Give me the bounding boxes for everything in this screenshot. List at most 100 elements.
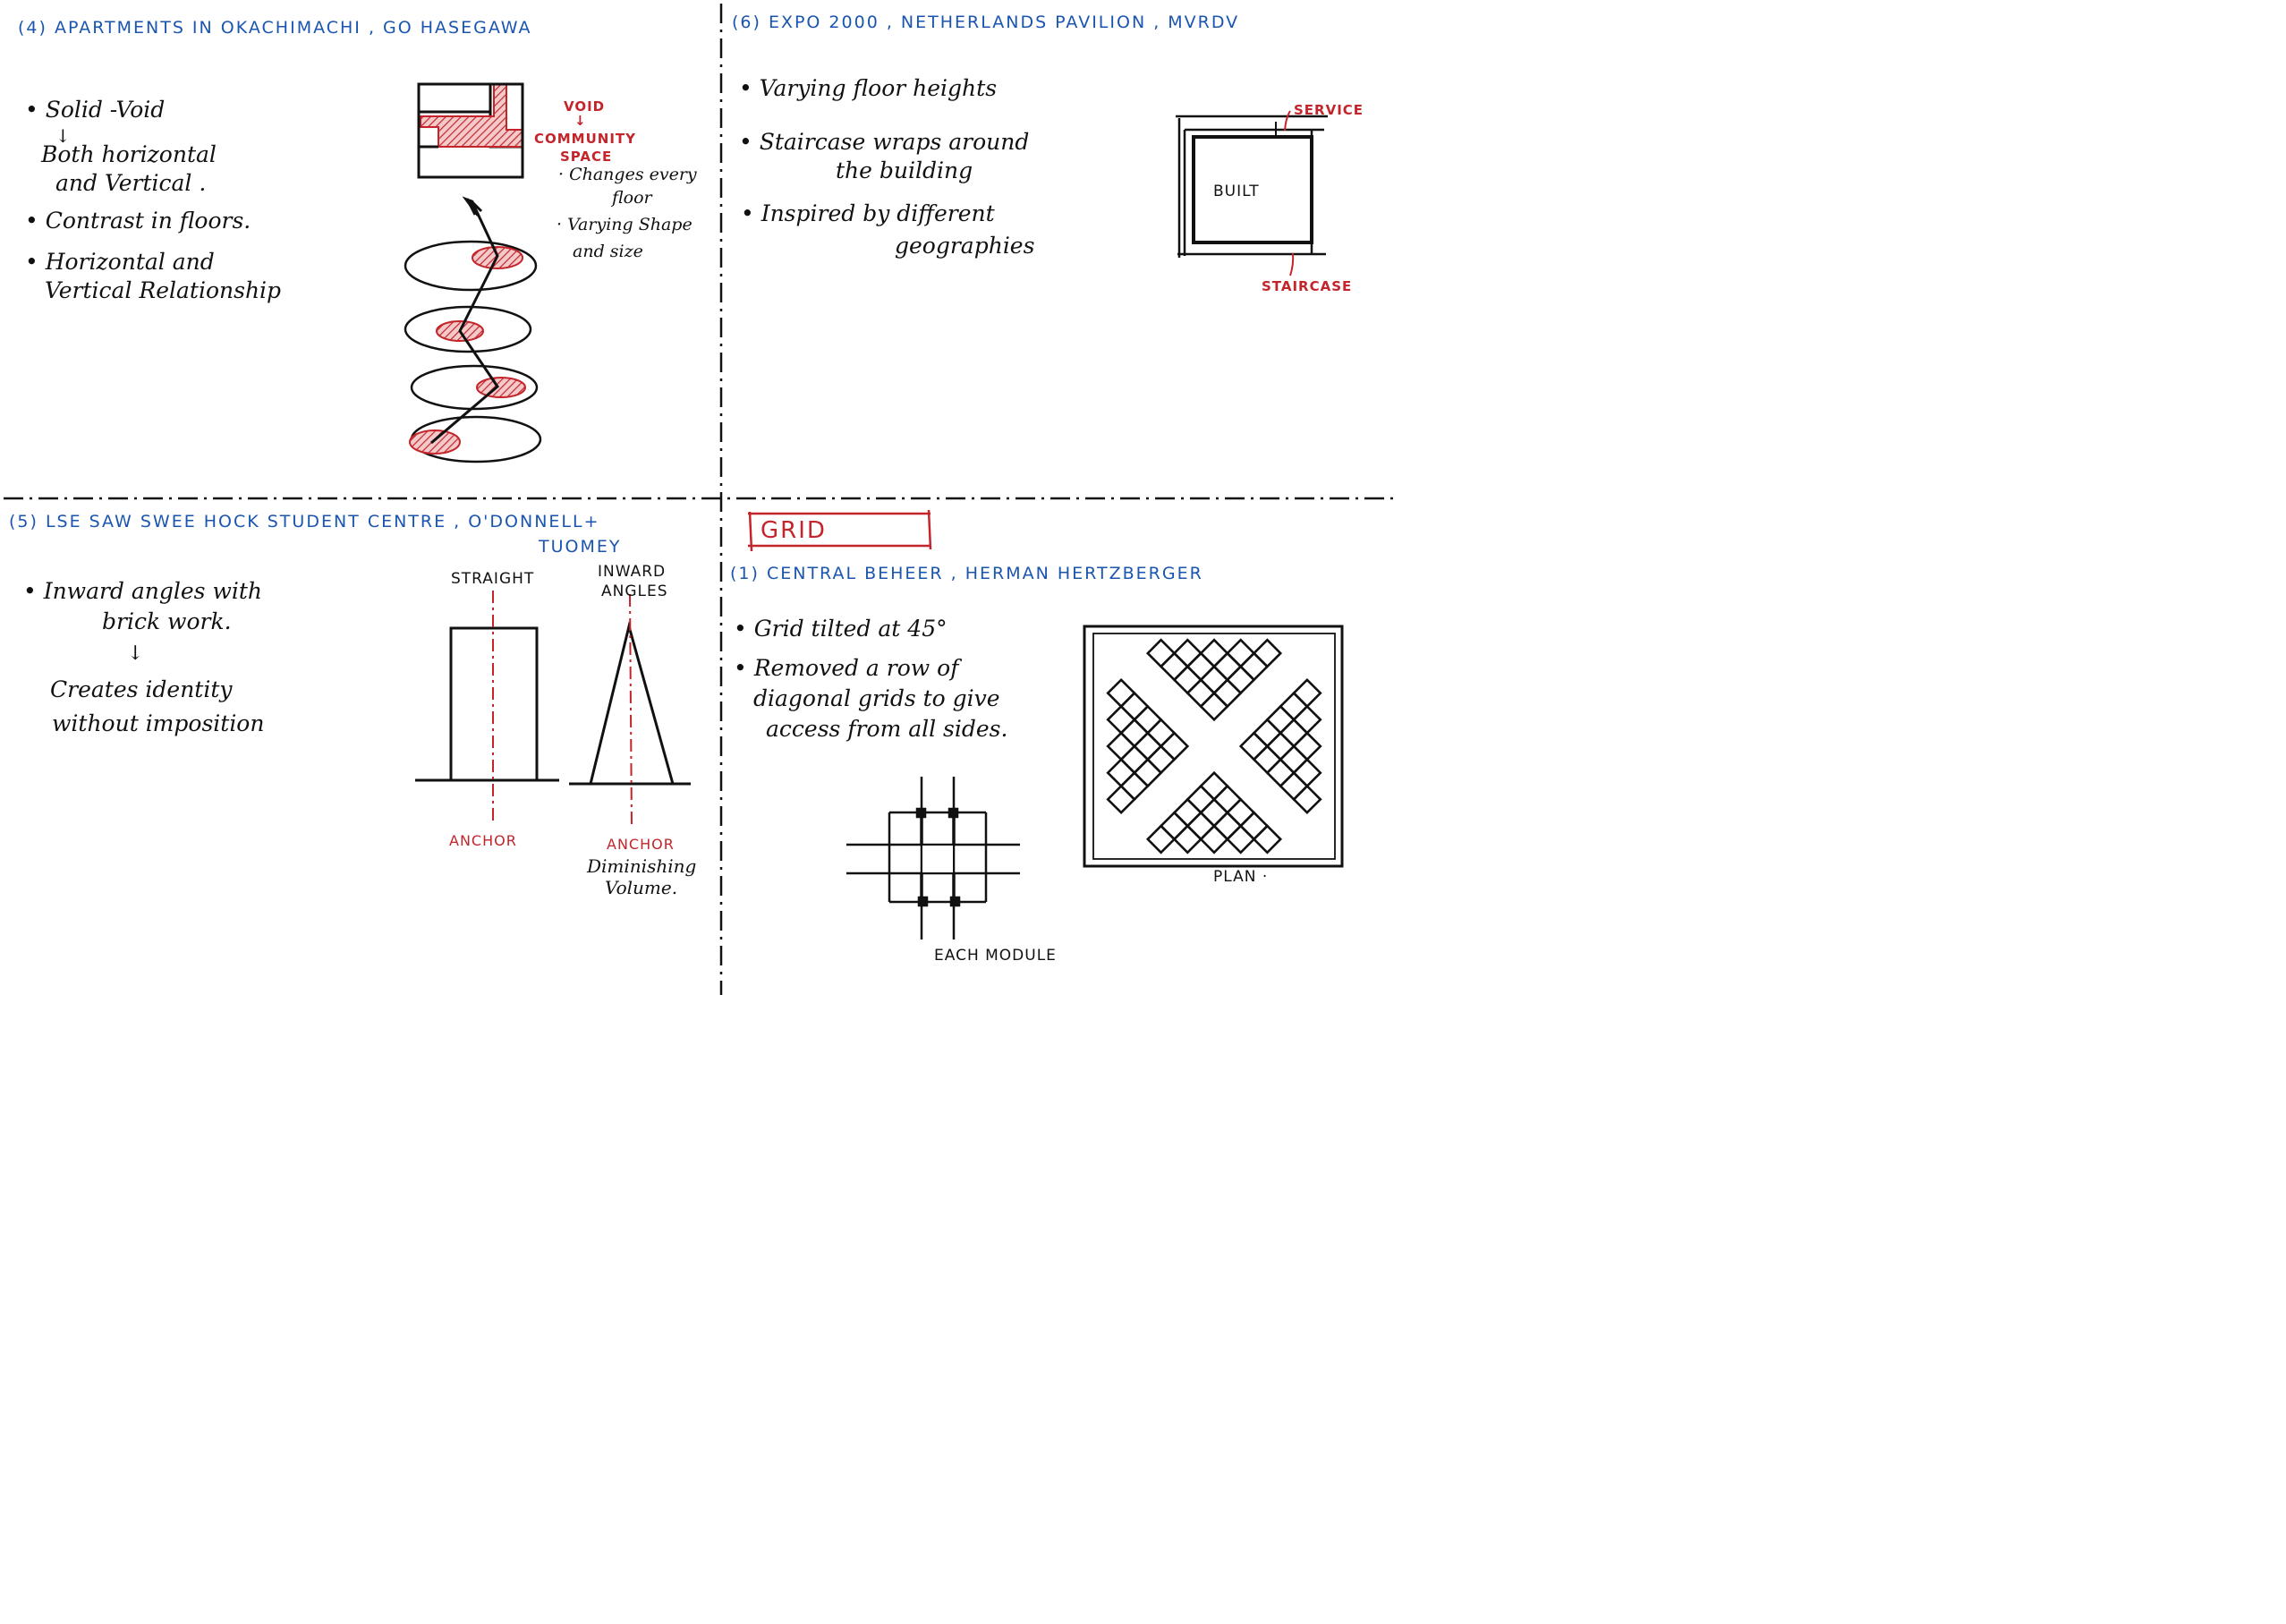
plan-grid-cells — [1106, 638, 1322, 855]
plan-grid-cell — [1145, 824, 1177, 855]
sketch-a-note: • Horizontal and — [25, 249, 215, 275]
sketch-a-note: Vertical Relationship — [45, 277, 282, 303]
sketch-c-note: without imposition — [52, 710, 265, 736]
sketch-b-note: • Staircase wraps around — [739, 129, 1030, 155]
plan-grid-cell — [1145, 638, 1177, 668]
plan-grid-cell — [1119, 718, 1150, 748]
volume-label: Volume. — [605, 877, 678, 898]
sketch-d-title: (1) CENTRAL BEHEER , HERMAN HERTZBERGER — [730, 564, 1203, 583]
community-label: COMMUNITY — [534, 131, 637, 147]
plan-label: PLAN · — [1213, 868, 1269, 886]
plan-grid-cell — [1185, 784, 1216, 815]
sketch-b-note: geographies — [895, 233, 1035, 259]
plan-grid-cell — [1185, 651, 1216, 682]
plan-grid-cell — [1212, 677, 1243, 709]
space-label: SPACE — [560, 149, 613, 165]
built-label: BUILT — [1213, 183, 1260, 200]
plan-grid-cell — [1199, 770, 1229, 802]
staircase-label: STAIRCASE — [1262, 278, 1353, 294]
void-side-note: · Varying Shape — [557, 215, 693, 234]
plan-grid-cell — [1119, 770, 1150, 802]
sketch-b-note: • Varying floor heights — [739, 75, 998, 101]
plan-grid-cell — [1106, 784, 1136, 815]
plan-grid-cell — [1292, 677, 1322, 709]
sketch-b-title: (6) EXPO 2000 , NETHERLANDS PAVILION , M… — [732, 13, 1240, 32]
sketch-c-title-cont: TUOMEY — [539, 537, 622, 557]
plan-grid-cell — [1172, 638, 1203, 668]
plan-grid-cell — [1199, 824, 1229, 855]
plan-grid-cell — [1119, 744, 1150, 775]
pavilion-plan-diagram — [1176, 115, 1328, 258]
okachimachi-plan-diagram — [417, 82, 524, 179]
plan-grid-cell — [1185, 677, 1216, 709]
pavilion-leader-lines — [1284, 110, 1295, 276]
sketch-d-note: access from all sides. — [766, 716, 1008, 742]
sketch-a-note: • Contrast in floors. — [25, 208, 251, 234]
sketch-a-note: • Solid -Void — [25, 97, 166, 123]
void-label: VOID — [564, 98, 606, 115]
plan-grid-cell — [1159, 811, 1190, 841]
plan-grid-cell — [1106, 677, 1136, 709]
plan-grid-cell — [1172, 824, 1203, 855]
plan-grid-cell — [1145, 744, 1177, 775]
plan-grid-cell — [1159, 651, 1190, 682]
plan-grid-cell — [1106, 704, 1136, 735]
plan-grid-cell — [1265, 704, 1296, 735]
anchor-right-label: ANCHOR — [607, 836, 675, 853]
plan-grid-cell — [1279, 770, 1309, 802]
plan-grid-cell — [1133, 731, 1163, 761]
central-beheer-plan — [1083, 625, 1344, 868]
void-side-note: and size — [573, 242, 643, 261]
plan-grid-cell — [1133, 757, 1163, 788]
plan-grid-cell — [1225, 824, 1256, 855]
anchor-axis-lines — [492, 591, 633, 828]
plan-grid-cell — [1265, 731, 1296, 761]
plan-grid-cell — [1185, 811, 1216, 841]
sketch-c-note: Creates identity — [50, 676, 233, 702]
plan-grid-cell — [1225, 638, 1256, 668]
sketch-b-note: • Inspired by different — [741, 200, 995, 226]
plan-grid-cell — [1106, 731, 1136, 761]
straight-label: STRAIGHT — [451, 570, 535, 588]
plan-grid-cell — [1212, 784, 1243, 815]
plan-grid-cell — [1265, 757, 1296, 788]
plan-grid-cell — [1279, 718, 1309, 748]
anchor-left-label: ANCHOR — [449, 832, 517, 849]
grid-heading: GRID — [761, 517, 827, 544]
plan-grid-cell — [1292, 757, 1322, 788]
plan-grid-cell — [1292, 704, 1322, 735]
inward-label: INWARD — [598, 563, 667, 581]
void-side-note: · Changes every — [558, 165, 697, 184]
plan-grid-cell — [1145, 718, 1177, 748]
plan-grid-cell — [1172, 797, 1203, 828]
sketch-d-note: diagonal grids to give — [753, 685, 1000, 711]
plan-grid-cell — [1279, 744, 1309, 775]
okachimachi-floor-stack — [404, 196, 542, 463]
void-side-note: floor — [612, 188, 652, 208]
plan-grid-cell — [1212, 651, 1243, 682]
plan-grid-cell — [1279, 691, 1309, 722]
plan-grid-cell — [1252, 718, 1283, 748]
plan-grid-cell — [1238, 651, 1270, 682]
plan-grid-cell — [1199, 665, 1229, 695]
plan-grid-cell — [1292, 784, 1322, 815]
plan-grid-cell — [1238, 811, 1270, 841]
plan-grid-cell — [1159, 731, 1190, 761]
sketch-drawings — [4, 4, 1399, 995]
plan-grid-cell — [1172, 665, 1203, 695]
plan-grid-cell — [1119, 691, 1150, 722]
sketch-a-title: (4) APARTMENTS IN OKACHIMACHI , GO HASEG… — [18, 18, 532, 38]
plan-grid-cell — [1225, 665, 1256, 695]
plan-grid-cell — [1252, 824, 1283, 855]
angles-label: ANGLES — [601, 582, 668, 600]
plan-grid-cell — [1252, 744, 1283, 775]
service-label: SERVICE — [1294, 102, 1364, 118]
sketch-d-note: • Removed a row of — [734, 655, 959, 681]
plan-grid-cell — [1106, 757, 1136, 788]
each-module-label: EACH MODULE — [934, 947, 1057, 965]
plan-grid-cell — [1225, 797, 1256, 828]
plan-grid-cell — [1292, 731, 1322, 761]
plan-grid-cell — [1238, 731, 1270, 761]
plan-grid-cell — [1199, 797, 1229, 828]
diminishing-label: Diminishing — [587, 855, 697, 877]
